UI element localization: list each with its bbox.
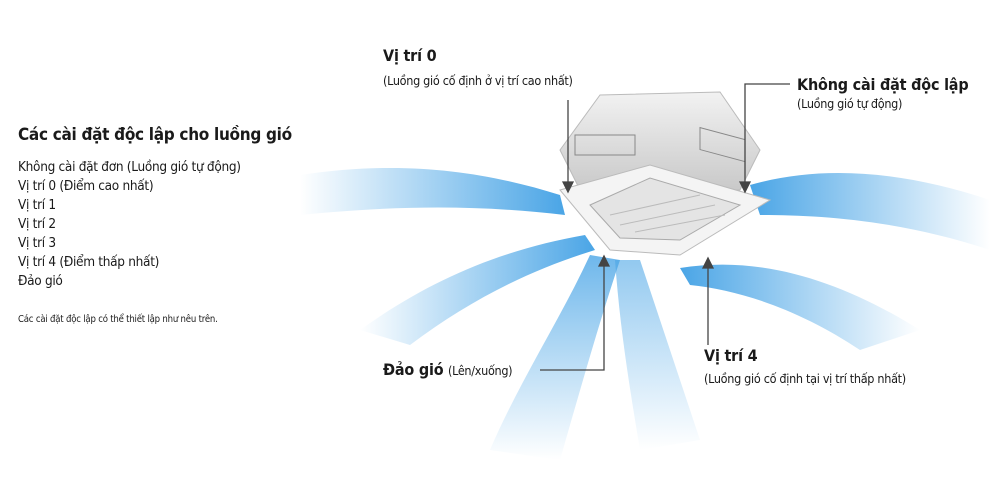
callout-pos4-title: Vị trí 4 <box>704 346 758 365</box>
callout-pos0-title: Vị trí 0 <box>383 46 437 65</box>
panel-title: Các cài đặt độc lập cho luồng gió <box>18 125 292 145</box>
airflow-right-low <box>680 264 920 350</box>
callout-auto-sub: (Luồng gió tự động) <box>797 96 903 111</box>
list-item: Vị trí 2 <box>18 216 56 232</box>
callout-swing-sub: (Lên/xuống) <box>447 363 513 378</box>
airflow-left-high <box>300 167 565 215</box>
list-item: Không cài đặt đơn (Luồng gió tự động) <box>18 159 241 175</box>
callout-swing-title: Đảo gió <box>383 360 444 379</box>
callout-auto-title: Không cài đặt độc lập <box>797 75 969 94</box>
airflow-down <box>490 255 700 460</box>
list-item: Vị trí 1 <box>18 197 56 213</box>
airflow-left-low <box>360 235 595 345</box>
callout-swing: Đảo gió (Lên/xuống) <box>383 360 513 379</box>
callout-lines <box>540 83 790 371</box>
callout-pos0-sub: (Luồng gió cố định ở vị trí cao nhất) <box>383 73 573 88</box>
list-item: Vị trí 0 (Điểm cao nhất) <box>18 178 154 194</box>
panel-note: Các cài đặt độc lập có thể thiết lập như… <box>18 314 218 325</box>
settings-list: Không cài đặt đơn (Luồng gió tự động) Vị… <box>18 158 241 291</box>
list-item: Đảo gió <box>18 273 63 289</box>
list-item: Vị trí 3 <box>18 235 56 251</box>
cassette-unit <box>559 91 772 256</box>
callout-pos4-sub: (Luồng gió cố định tại vị trí thấp nhất) <box>704 371 906 386</box>
airflow-right-high <box>750 173 990 250</box>
list-item: Vị trí 4 (Điểm thấp nhất) <box>18 254 160 270</box>
